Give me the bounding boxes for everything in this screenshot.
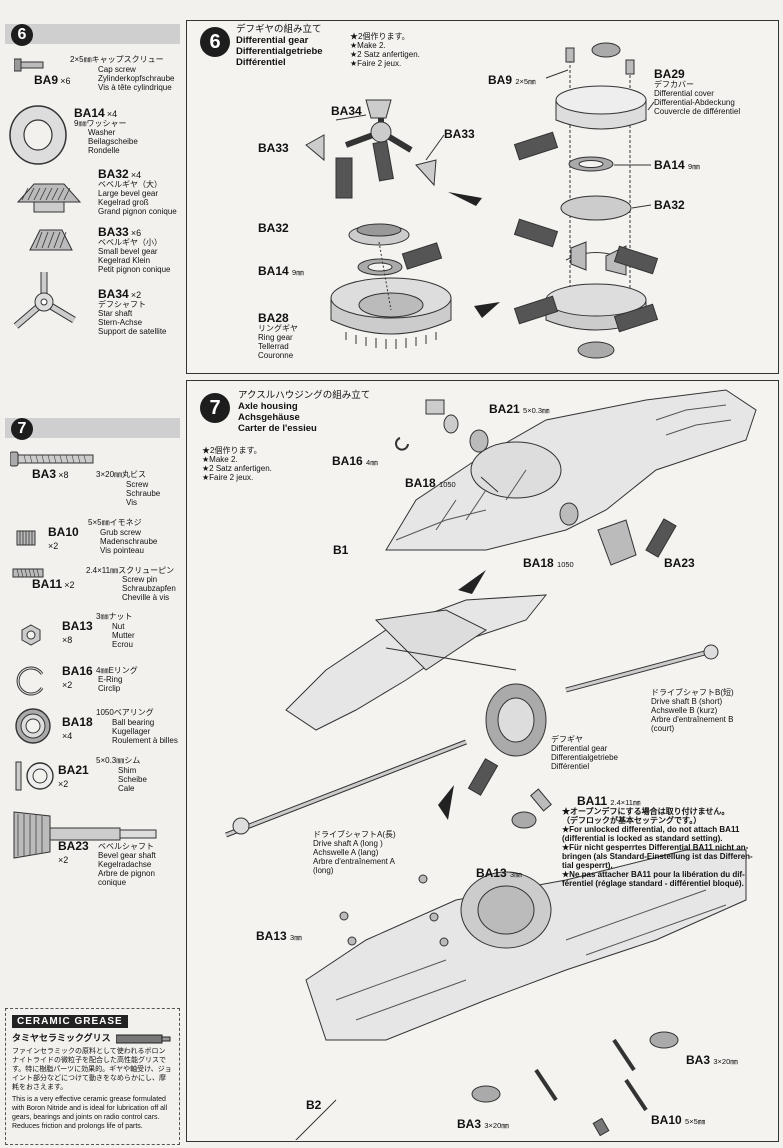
step-6-title: デフギヤの組み立て Differential gear Differential… xyxy=(236,24,323,68)
part-ba34: BA34 ×2 デフシャフト Star shaft Stern-Achse Su… xyxy=(98,287,167,336)
label-ba14-right: BA14 9㎜ xyxy=(654,158,700,172)
label-b2: B2 xyxy=(306,1098,322,1112)
drive-shaft-a-caption: ドライブシャフトA(長)Drive shaft A (long ) Achswe… xyxy=(313,830,396,875)
screw-pin-icon xyxy=(12,568,44,578)
section-6-header-bar xyxy=(5,24,180,44)
part-ba14: BA14 ×4 9㎜ワッシャー Washer Beilagscheibe Ron… xyxy=(74,106,138,155)
label-ba32-left: BA32 xyxy=(258,221,289,235)
ceramic-grease-box: CERAMIC GREASE タミヤセラミックグリス ファインセラミックの原料と… xyxy=(5,1008,180,1145)
label-ba18-top: BA18 1050 xyxy=(405,476,456,490)
label-ba33-left: BA33 xyxy=(258,141,289,155)
label-ba28: BA28 xyxy=(258,311,289,325)
label-ba11: BA11 2.4×11㎜ xyxy=(577,794,641,808)
section-7-header-bar xyxy=(5,418,180,438)
star-shaft-icon xyxy=(13,272,76,329)
label-ba16: BA16 4㎜ xyxy=(332,454,378,468)
cap-screw-icon xyxy=(14,58,44,72)
e-ring-icon xyxy=(16,666,44,696)
step-6-number: 6 xyxy=(200,27,230,57)
label-ba3-bottom: BA3 3×20㎜ xyxy=(457,1117,509,1131)
arrow-down-icon xyxy=(458,570,486,594)
label-ba10: BA10 5×5㎜ xyxy=(651,1113,706,1127)
label-ba33-right: BA33 xyxy=(444,127,475,141)
step-7-illustration xyxy=(225,389,757,1140)
step-7-title: アクスルハウジングの組み立て Axle housing Achsgehäuse … xyxy=(238,390,371,434)
axle-housing-b2 xyxy=(305,849,747,1041)
drive-shaft-b-caption: ドライブシャフトB(短)Drive shaft B (short) Achswe… xyxy=(651,688,734,733)
section-7-number: 7 xyxy=(11,418,33,440)
label-ba9: BA9 2×5㎜ xyxy=(488,73,536,87)
label-ba21: BA21 5×0.3㎜ xyxy=(489,402,550,416)
step-7-number: 7 xyxy=(200,393,230,423)
part-ba33: BA33 ×6 ベベルギヤ（小） Small bevel gear Kegelr… xyxy=(98,225,171,274)
star-shaft-assembly xyxy=(305,99,437,199)
large-bevel-gear-icon xyxy=(16,183,82,213)
small-bevel-gear-icon xyxy=(29,229,73,251)
grease-tube-icon xyxy=(116,1034,171,1044)
part-ba32: BA32 ×4 ベベルギヤ（大） Large bevel gear Kegelr… xyxy=(98,167,177,216)
nut-icon xyxy=(21,624,41,646)
grub-screw-icon xyxy=(16,530,36,546)
label-ba32-right: BA32 xyxy=(654,198,685,212)
label-ba14-left: BA14 9㎜ xyxy=(258,264,304,278)
shim-icon xyxy=(15,761,54,791)
axle-housing-assembly xyxy=(285,594,548,731)
label-ba29: BA29 xyxy=(654,67,685,81)
ball-bearing-icon xyxy=(15,708,51,744)
label-ba13-top: BA13 3㎜ xyxy=(476,866,522,880)
label-ba23: BA23 xyxy=(664,556,695,570)
grease-logo: CERAMIC GREASE xyxy=(12,1015,128,1028)
arrow-right-icon xyxy=(474,302,500,318)
axle-housing-b1 xyxy=(385,389,757,551)
grease-en-body: This is a very effective ceramic grease … xyxy=(12,1096,168,1130)
label-ba13-left: BA13 3㎜ xyxy=(256,929,302,943)
grease-jp-title: タミヤセラミックグリス xyxy=(12,1033,111,1043)
label-b1: B1 xyxy=(333,543,349,557)
large-gear-and-washer xyxy=(348,223,443,276)
ba11-note: ★オープンデフにする場合は取り付けません。（デフロックが基本セッテングです。） … xyxy=(562,807,753,888)
step-6-illustration xyxy=(305,42,659,359)
section-6-number: 6 xyxy=(11,24,33,46)
step-7-make-note: ★2個作ります。★Make 2. ★2 Satz anfertigen.★Fai… xyxy=(202,446,272,482)
grease-jp-body: ファインセラミックの原料として使われるボロンナイトライドの微粒子を配合した高性能… xyxy=(12,1048,172,1091)
label-ba3-right: BA3 3×20㎜ xyxy=(686,1053,738,1067)
label-ba34: BA34 xyxy=(331,104,362,118)
label-ba18-bottom: BA18 1050 xyxy=(523,556,574,570)
arrow-right-icon xyxy=(448,192,482,206)
ring-gear xyxy=(330,277,452,349)
bevel-gear-shaft-icon xyxy=(13,811,157,859)
screw-icon xyxy=(10,451,94,467)
arrow-down-icon xyxy=(438,785,454,820)
washer-icon xyxy=(9,105,67,165)
step-6-make-note: ★2個作ります。★Make 2. ★2 Satz anfertigen.★Fai… xyxy=(350,32,420,68)
